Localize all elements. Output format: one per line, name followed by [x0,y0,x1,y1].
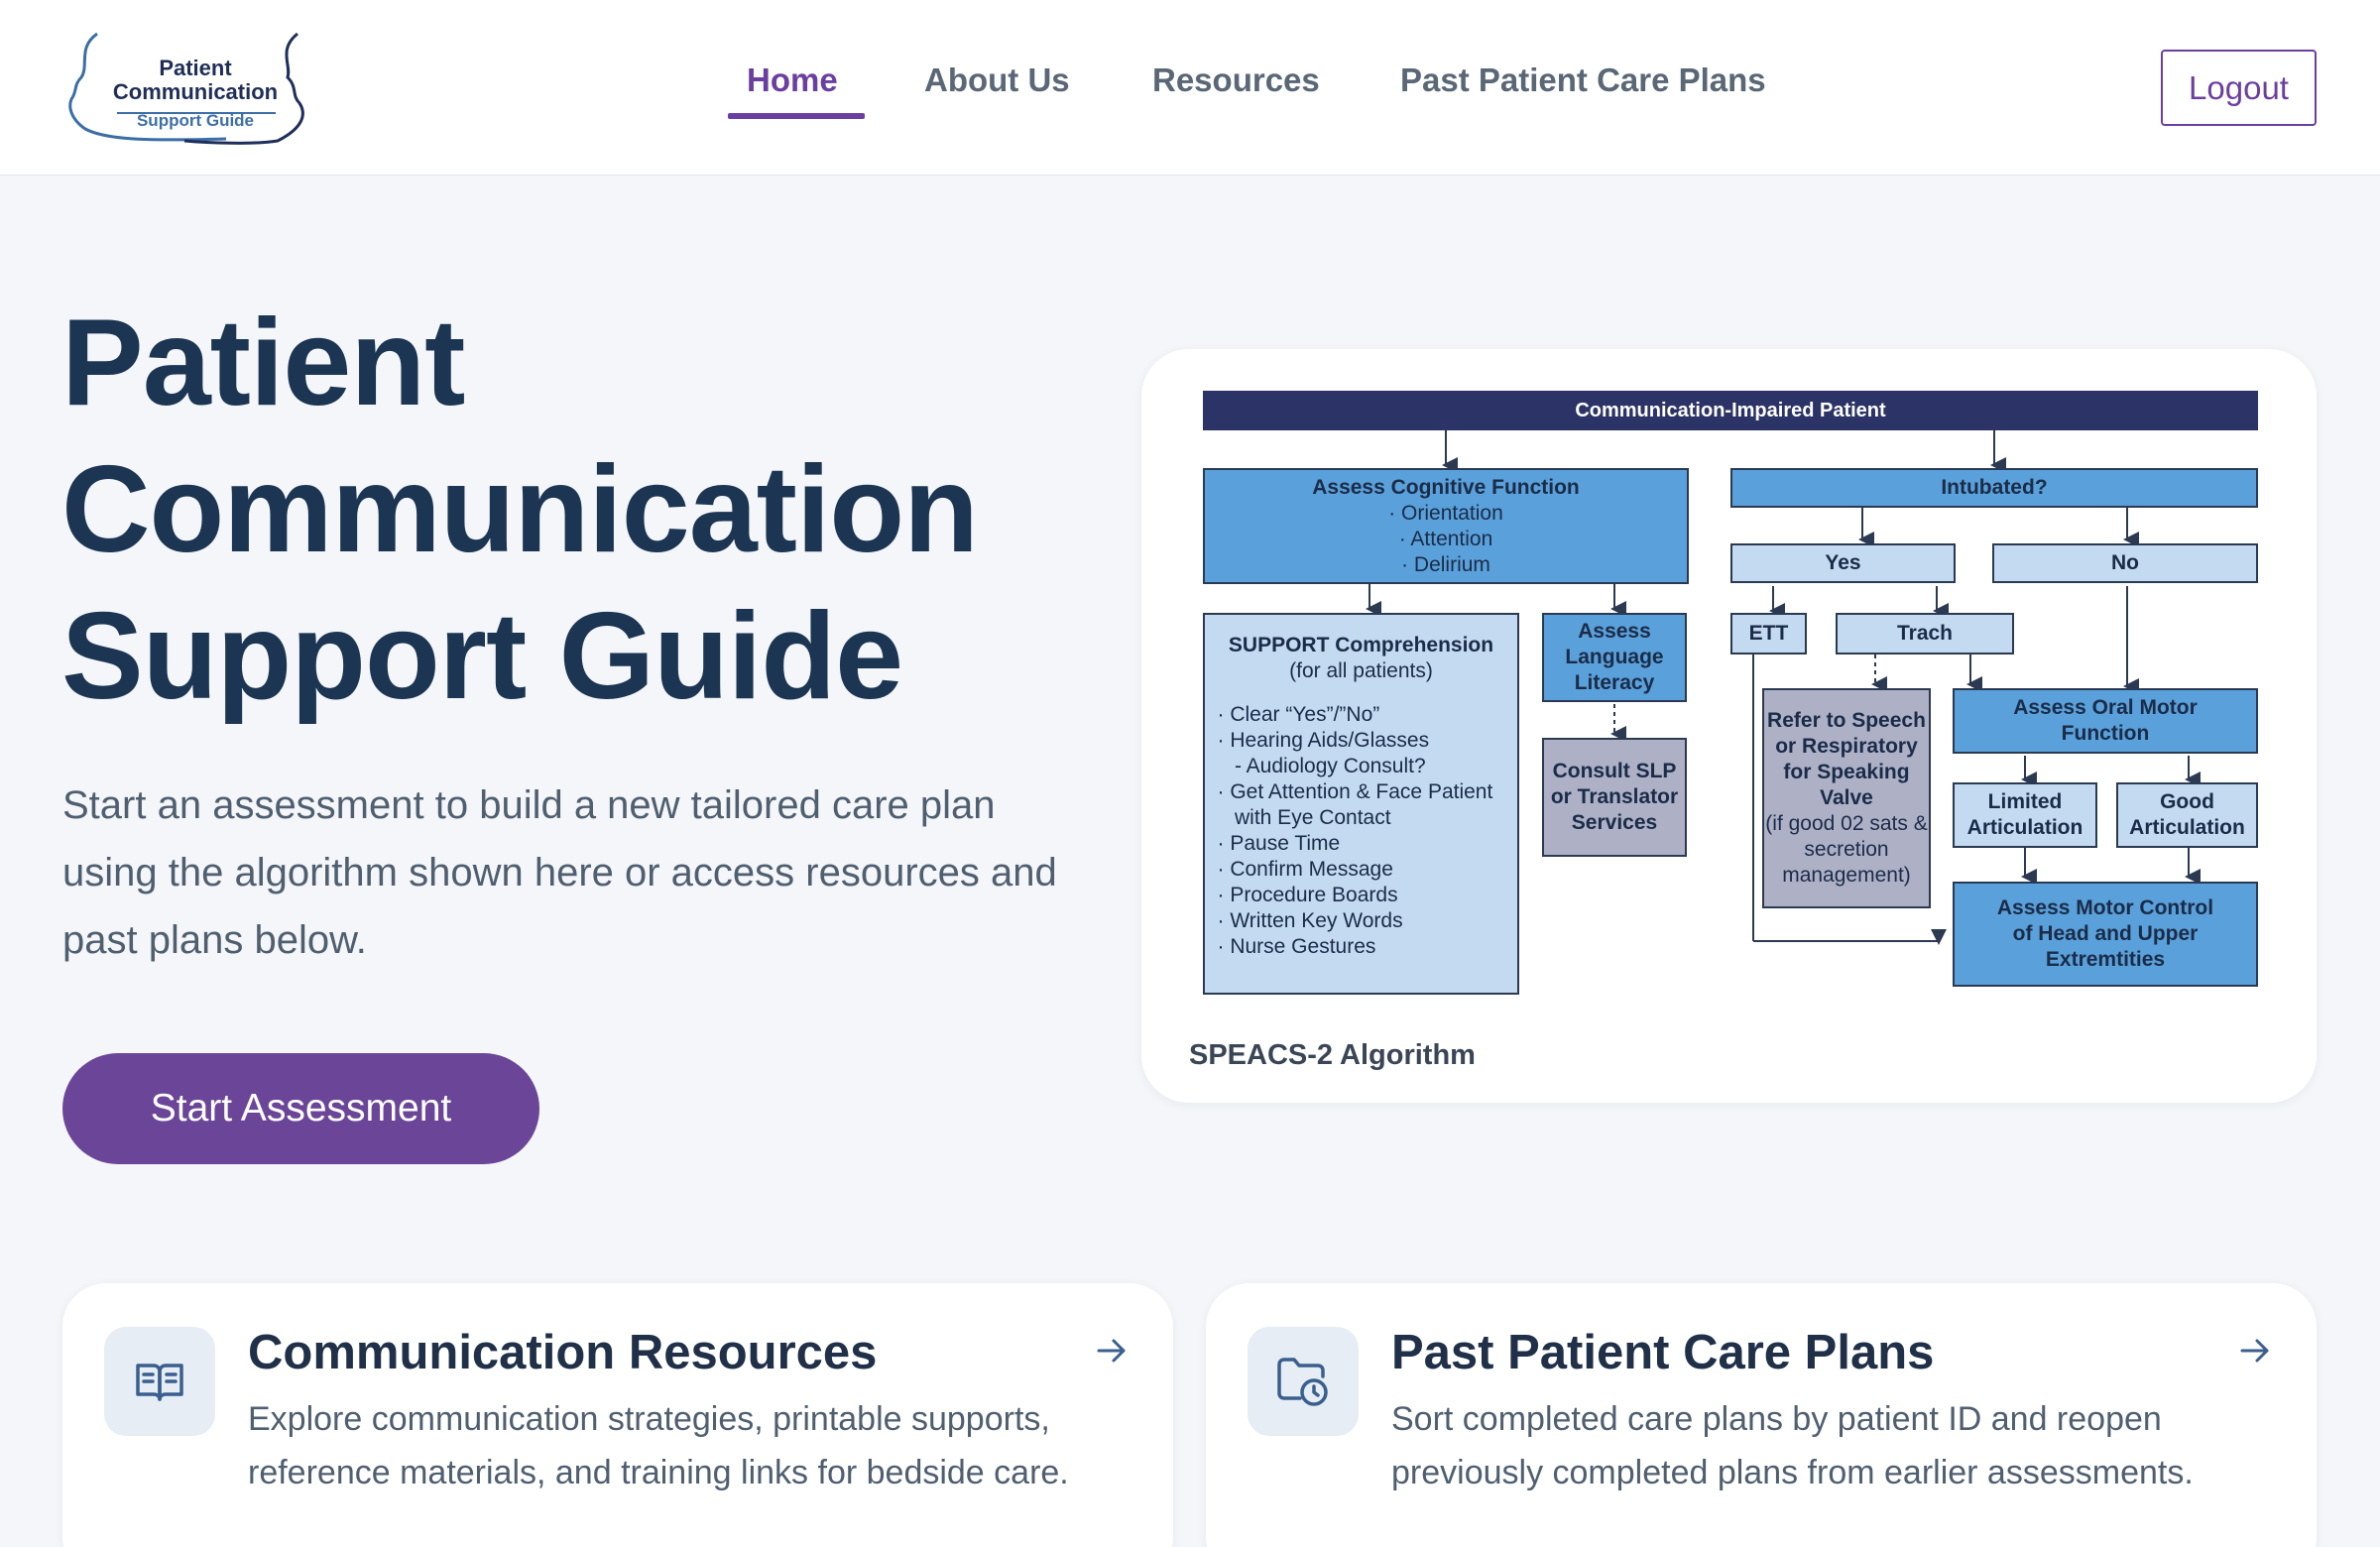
flow-support-item: - Audiology Consult? [1217,755,1426,777]
card-past-desc: Sort completed care plans by patient ID … [1391,1400,2194,1491]
flow-limited-node: Limited Articulation [1953,782,2097,848]
nav-home[interactable]: Home [728,61,865,119]
flow-support-item: · Confirm Message [1217,858,1393,881]
flow-support-item: · Pause Time [1217,832,1341,855]
logo-text-line1: Patient [159,56,232,80]
arrow-right-icon[interactable] [1094,1333,1130,1368]
flow-cognitive-item: · Orientation [1388,501,1503,525]
flow-yes-node: Yes [1730,543,1956,583]
page-title: Patient Communication Support Guide [61,290,1103,730]
flow-cognitive-title: Assess Cognitive Function [1312,475,1580,499]
flow-support-item: · Procedure Boards [1217,884,1398,906]
flow-consult-node: Consult SLP or Translator Services [1542,738,1687,857]
flow-cognitive-item: · Delirium [1401,552,1490,576]
flow-oral-node: Assess Oral Motor Function [1953,688,2258,754]
page-title-line1: Patient [61,295,465,431]
nav-resources[interactable]: Resources [1152,61,1320,99]
flow-intubated-label: Intubated? [1941,476,2048,499]
flow-support-item: · Nurse Gestures [1217,935,1376,958]
hero-subtitle: Start an assessment to build a new tailo… [62,783,1057,962]
flow-support-item: · Clear “Yes”/”No” [1217,703,1380,726]
algorithm-card: Communication-Impaired Patient Assess Co… [1141,349,2317,1103]
flow-refer-note: (if good 02 sats & secretion management) [1765,812,1928,887]
logo-text-line2: Communication [112,79,279,104]
flow-top-label: Communication-Impaired Patient [1575,400,1886,421]
flow-intubated-node: Intubated? [1730,468,2258,508]
flow-support-item: · Written Key Words [1217,909,1403,932]
flowchart-connectors [1366,430,2201,945]
arrow-right-icon[interactable] [2237,1333,2273,1368]
flow-motor-node: Assess Motor Control of Head and Upper E… [1953,882,2258,987]
folder-clock-icon [1248,1327,1359,1436]
flow-ett-node: ETT [1730,613,1807,654]
flow-support-item: · Get Attention & Face Patient [1217,780,1493,803]
flow-good-label: Good Articulation [2129,790,2245,839]
nav-past-label: Past Patient Care Plans [1400,61,1766,98]
flow-trach-node: Trach [1836,613,2014,654]
flow-literacy-label: Assess Language Literacy [1565,620,1664,694]
logo-text-line3: Support Guide [136,111,255,130]
app-logo[interactable]: Patient Communication Support Guide [67,30,335,149]
past-care-plans-card[interactable]: Past Patient Care Plans Sort completed c… [1206,1283,2317,1547]
flow-consult-label: Consult SLP or Translator Services [1550,760,1679,834]
flow-support-item: with Eye Contact [1217,806,1391,829]
flow-refer-node: Refer to Speech or Respiratory for Speak… [1762,688,1931,908]
card-resources-desc: Explore communication strategies, printa… [248,1400,1069,1491]
top-header: Patient Communication Support Guide Home… [0,0,2380,176]
card-past-title: Past Patient Care Plans [1391,1326,1935,1379]
flow-support-subtitle: (for all patients) [1289,659,1433,682]
flow-no-label: No [2111,551,2139,574]
flow-support-item: · Hearing Aids/Glasses [1217,729,1430,752]
communication-resources-card[interactable]: Communication Resources Explore communic… [62,1283,1173,1547]
flow-oral-label: Assess Oral Motor Function [2013,696,2198,745]
nav-about-us[interactable]: About Us [924,61,1070,99]
flow-literacy-node: Assess Language Literacy [1542,613,1687,702]
logo-faces-icon [68,32,304,145]
flow-support-node: SUPPORT Comprehension (for all patients)… [1203,613,1519,995]
start-assessment-button[interactable]: Start Assessment [62,1053,539,1164]
flow-top-node: Communication-Impaired Patient [1203,391,2258,430]
nav-home-label: Home [747,61,838,98]
nav-resources-label: Resources [1152,61,1320,98]
nav-past-care-plans[interactable]: Past Patient Care Plans [1400,61,1766,99]
flow-support-list: · Clear “Yes”/”No” · Hearing Aids/Glasse… [1218,702,1505,960]
flow-yes-label: Yes [1825,551,1861,574]
page-title-line2: Communication [61,441,979,578]
flow-cognitive-item: · Attention [1398,527,1493,550]
logout-button[interactable]: Logout [2161,50,2317,126]
flow-trach-label: Trach [1896,622,1954,645]
page-title-line3: Support Guide [61,588,903,725]
flow-no-node: No [1992,543,2258,583]
nav-active-underline [728,113,865,119]
nav-about-label: About Us [924,61,1070,98]
algorithm-caption: SPEACS-2 Algorithm [1189,1039,1476,1071]
flow-support-title: SUPPORT Comprehension [1228,634,1494,656]
flow-cognitive-node: Assess Cognitive Function · Orientation … [1203,468,1689,584]
flow-limited-label: Limited Articulation [1966,790,2083,839]
flow-good-node: Good Articulation [2116,782,2258,848]
open-book-icon [104,1327,215,1436]
flow-refer-title: Refer to Speech or Respiratory for Speak… [1767,709,1926,809]
flow-motor-label: Assess Motor Control of Head and Upper E… [1996,896,2214,971]
flow-ett-label: ETT [1748,622,1789,645]
card-resources-title: Communication Resources [248,1326,878,1379]
speacs-flowchart: Communication-Impaired Patient Assess Co… [1201,391,2262,1035]
